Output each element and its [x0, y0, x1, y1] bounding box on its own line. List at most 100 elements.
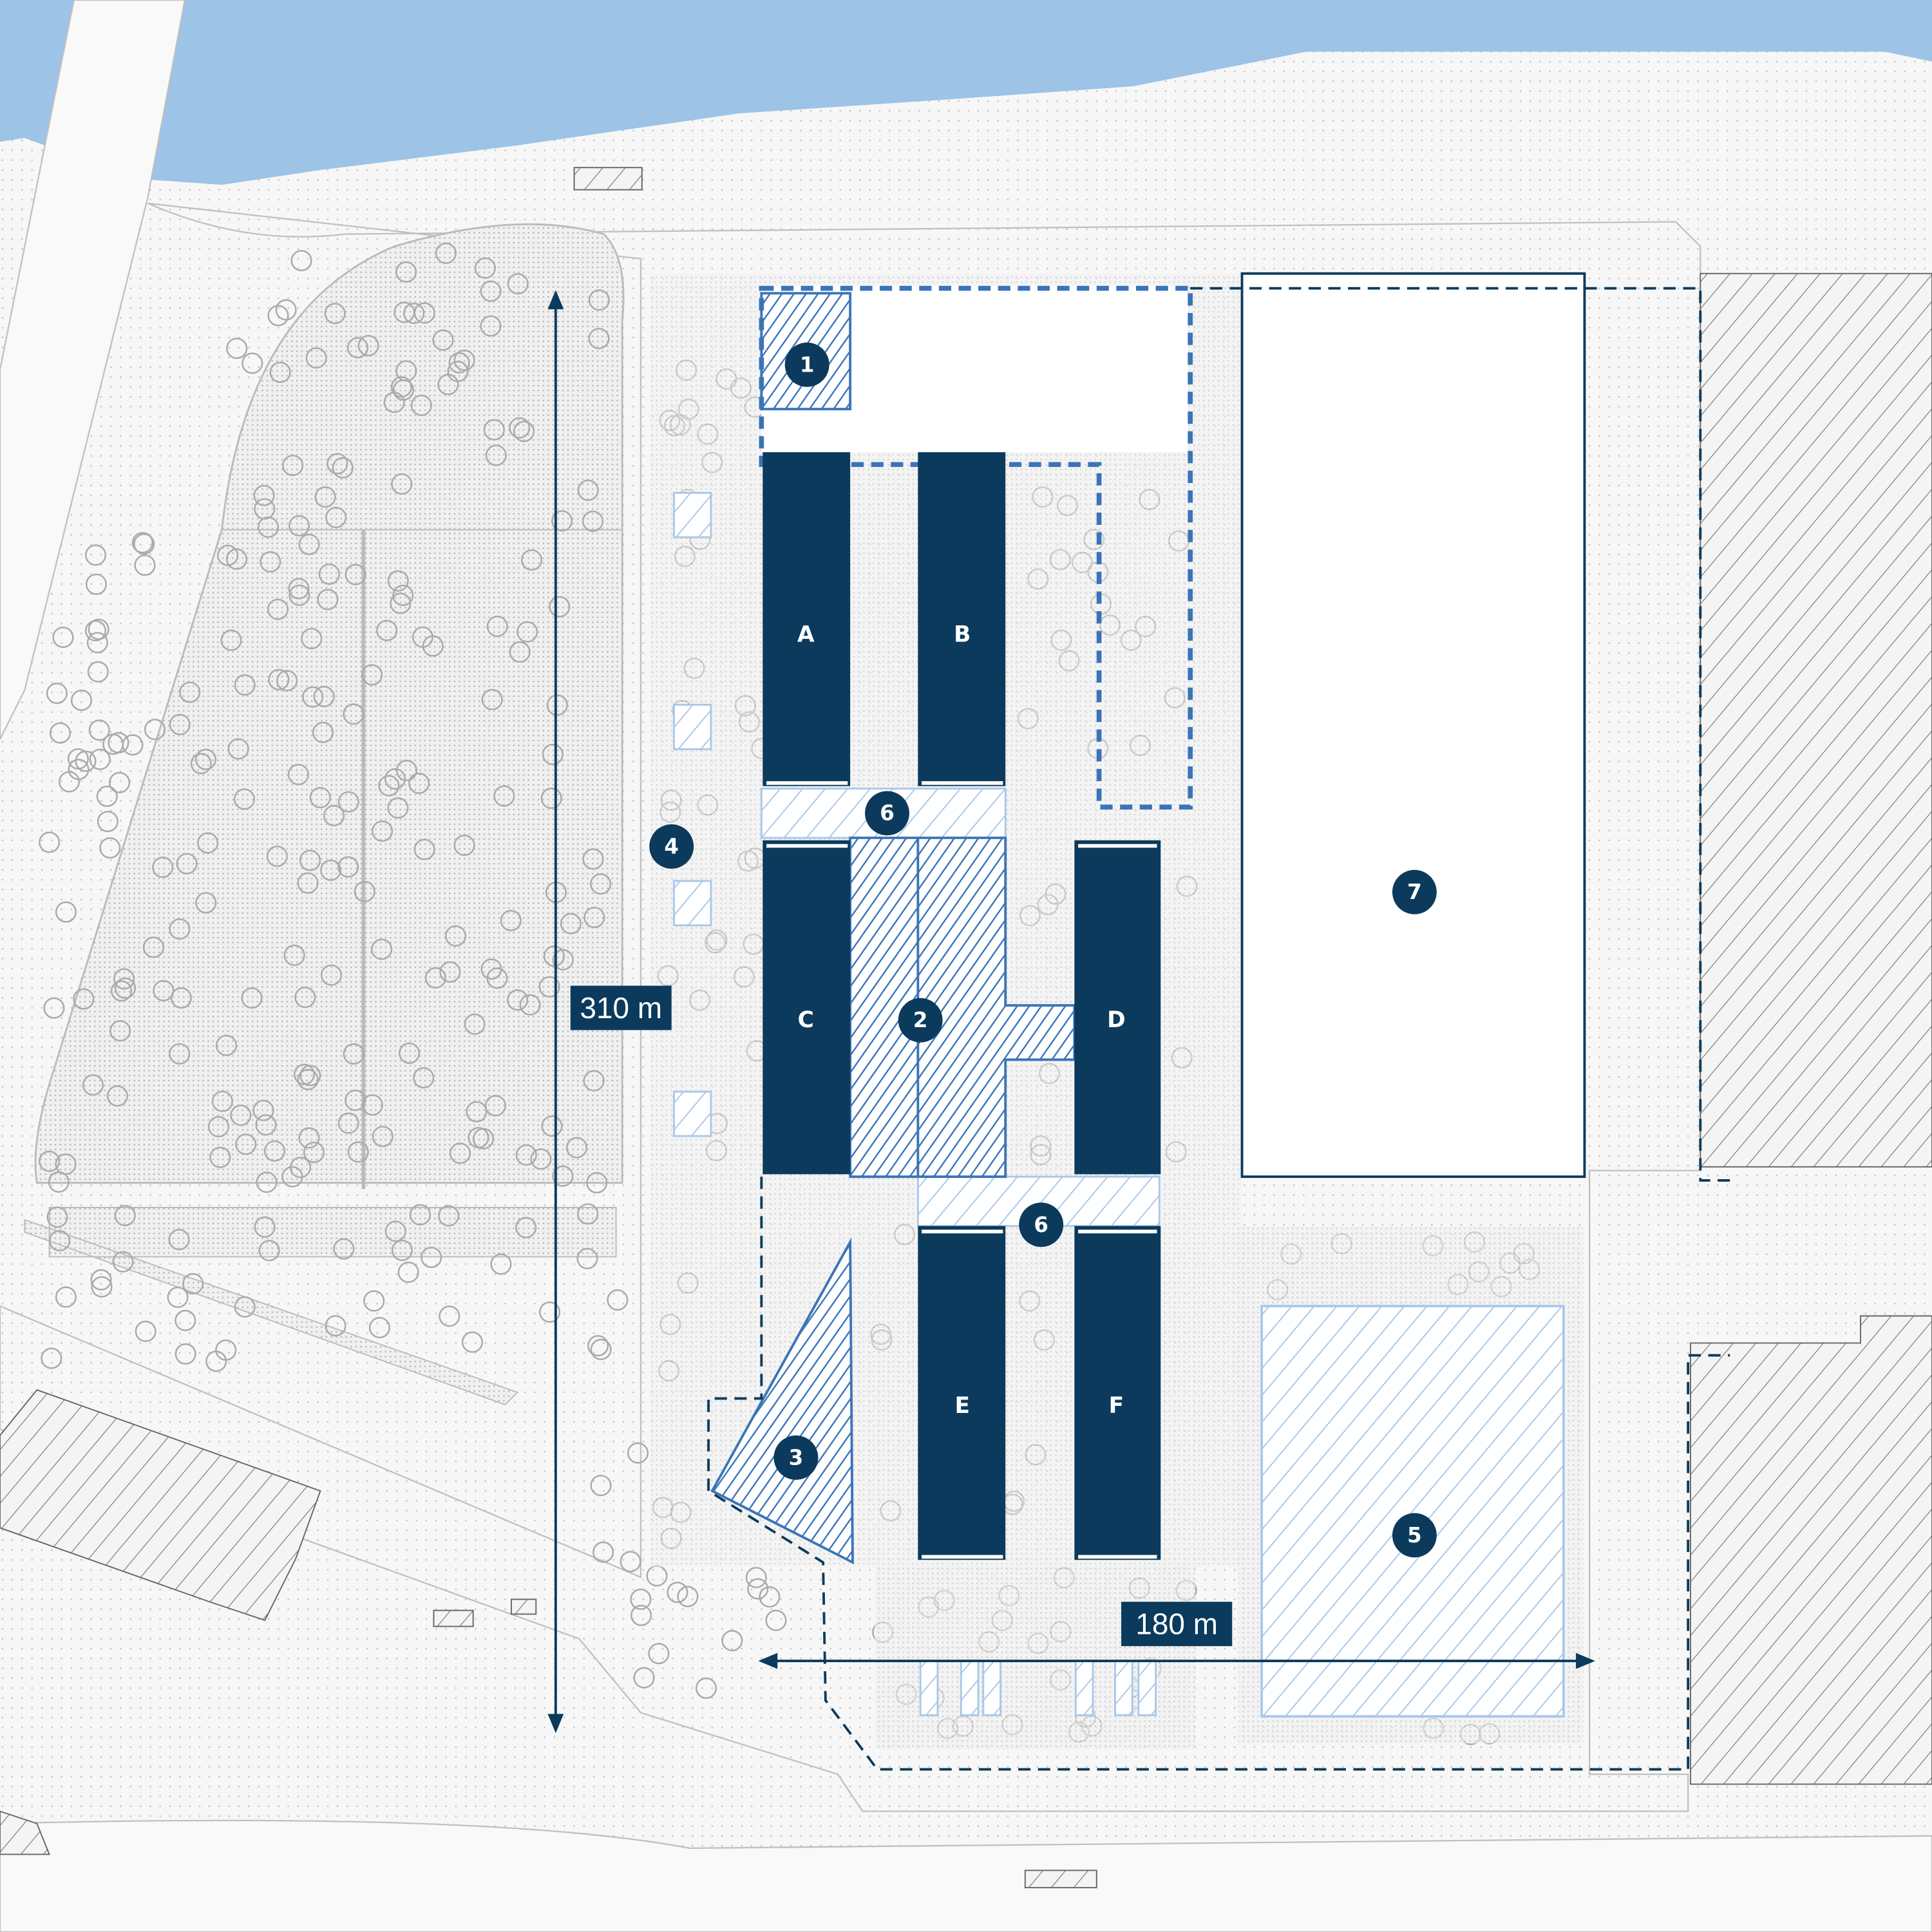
tree-icon: [67, 748, 89, 770]
tree-icon: [113, 968, 135, 990]
tree-icon: [110, 980, 133, 1002]
tree-icon: [134, 554, 156, 576]
area-markers: [649, 342, 1437, 1558]
tree-icon: [89, 748, 111, 770]
tree-icon: [453, 835, 475, 857]
tree-icon: [260, 551, 281, 573]
tree-icon: [267, 305, 289, 327]
tree-icon: [325, 506, 347, 529]
tree-icon: [299, 849, 321, 871]
tree-icon: [413, 1067, 435, 1089]
tree-icon: [303, 1141, 325, 1163]
tree-icon: [135, 1320, 156, 1342]
tree-icon: [474, 257, 497, 279]
tree-icon: [85, 573, 108, 595]
tree-icon: [175, 1309, 196, 1331]
tree-icon: [275, 299, 297, 321]
neighbour-building-southeast: [1690, 1315, 1932, 1785]
tree-icon: [133, 533, 155, 555]
tree-icon: [577, 1203, 599, 1225]
tree-icon: [233, 788, 255, 810]
tree-icon: [397, 1262, 419, 1283]
tree-icon: [312, 721, 334, 743]
building-f: [1074, 1226, 1161, 1560]
tree-icon: [269, 361, 291, 383]
tree-icon: [48, 1171, 70, 1193]
tree-icon: [521, 549, 543, 571]
tree-icon: [449, 1142, 471, 1164]
tree-icon: [480, 315, 502, 337]
tree-icon: [582, 510, 604, 533]
tree-icon: [539, 1301, 561, 1323]
tree-icon: [395, 360, 417, 382]
tree-icon: [378, 775, 400, 797]
tree-icon: [55, 1286, 77, 1308]
tree-icon: [324, 303, 346, 325]
tree-icon: [106, 1085, 128, 1107]
tree-icon: [333, 1238, 355, 1260]
tree-icon: [630, 1604, 652, 1626]
tree-icon: [590, 873, 612, 895]
tree-icon: [464, 1013, 486, 1035]
tree-icon: [384, 1220, 406, 1242]
tree-icon: [583, 907, 605, 929]
tree-icon: [546, 694, 568, 716]
tree-icon: [515, 1144, 537, 1166]
tree-icon: [588, 328, 610, 350]
tree-icon: [90, 1269, 112, 1291]
tree-icon: [372, 820, 393, 842]
area-5: [1260, 1305, 1565, 1718]
tree-icon: [167, 1286, 189, 1308]
tree-icon: [588, 289, 610, 311]
tree-icon: [422, 635, 444, 657]
tree-icon: [592, 1541, 614, 1563]
tree-icon: [513, 421, 535, 442]
tree-icon: [112, 1251, 134, 1273]
marker-2: 2: [913, 1008, 928, 1032]
tree-icon: [43, 997, 65, 1019]
tree-icon: [299, 1065, 321, 1086]
tree-icon: [258, 1240, 280, 1262]
west-park: [34, 223, 625, 1184]
tree-icon: [320, 859, 342, 881]
tree-icon: [346, 337, 369, 359]
tree-icon: [169, 1043, 191, 1065]
tree-icon: [667, 1582, 688, 1604]
tree-icon: [538, 976, 560, 998]
tree-icon: [493, 785, 515, 807]
tree-icon: [144, 719, 166, 741]
tree-icon: [258, 516, 279, 538]
tree-icon: [268, 668, 290, 690]
tree-icon: [102, 734, 124, 755]
tree-icon: [298, 533, 320, 555]
tree-icon: [541, 1115, 563, 1137]
tree-icon: [97, 811, 118, 833]
tree-icon: [483, 419, 505, 440]
tree-icon: [439, 1305, 460, 1327]
tree-icon: [309, 786, 331, 809]
tree-icon: [393, 301, 415, 323]
tree-icon: [176, 853, 198, 875]
tree-icon: [55, 901, 77, 923]
tree-icon: [398, 1042, 421, 1064]
tree-icon: [421, 1246, 442, 1269]
tree-icon: [73, 988, 95, 1010]
tree-icon: [530, 1148, 552, 1170]
building-label-b: B: [954, 621, 971, 647]
tree-icon: [438, 1205, 460, 1227]
tree-icon: [302, 686, 324, 708]
tree-icon: [297, 1068, 319, 1090]
tree-icon: [256, 1171, 278, 1193]
tree-icon: [109, 772, 131, 793]
tree-icon: [337, 791, 359, 813]
tree-icon: [282, 455, 304, 477]
marker-6-south: 6: [1034, 1213, 1048, 1237]
tree-icon: [86, 632, 108, 654]
tree-icon: [179, 681, 201, 703]
tree-icon: [263, 1140, 286, 1162]
tree-icon: [391, 473, 413, 495]
tree-icon: [220, 629, 242, 651]
building-label-e: E: [955, 1393, 971, 1419]
tree-icon: [453, 349, 475, 371]
tree-icon: [507, 989, 529, 1011]
